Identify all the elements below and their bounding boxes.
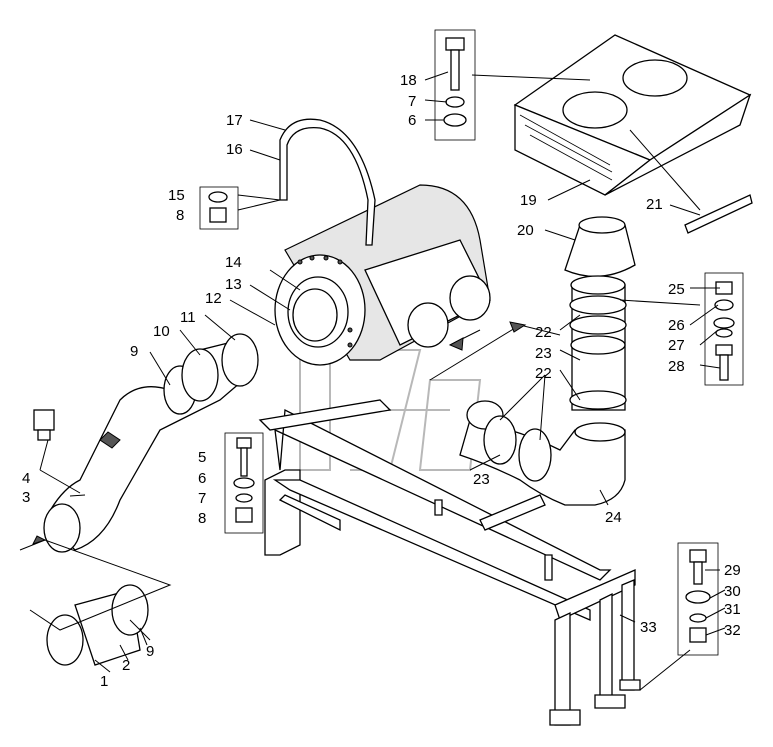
- callout-17: 17: [226, 112, 243, 129]
- callout-1: 1: [100, 673, 108, 690]
- callout-10: 10: [153, 323, 170, 340]
- left-intake-duct: [43, 333, 259, 553]
- callout-25: 25: [668, 281, 685, 298]
- callout-2: 2: [122, 657, 130, 674]
- callout-4: 4: [22, 470, 30, 487]
- callout-3: 3: [22, 489, 30, 506]
- hardware-stack-18: [434, 29, 476, 141]
- callout-22-lower: 22: [535, 365, 552, 382]
- hardware-stack-5: [224, 432, 264, 534]
- mounting-strap: [279, 118, 376, 246]
- callout-18: 18: [400, 72, 417, 89]
- callout-23-lower: 23: [473, 471, 490, 488]
- seal-strip: [684, 194, 753, 234]
- callout-22-upper: 22: [535, 324, 552, 341]
- callout-23-upper: 23: [535, 345, 552, 362]
- callout-26: 26: [668, 317, 685, 334]
- callout-29: 29: [724, 562, 741, 579]
- callout-9-lower: 9: [146, 643, 154, 660]
- callout-15: 15: [168, 187, 185, 204]
- callout-7-upper: 7: [408, 93, 416, 110]
- callout-30: 30: [724, 583, 741, 600]
- support-frame: [258, 399, 641, 726]
- callout-8-upper: 8: [176, 207, 184, 224]
- hardware-stack-15: [199, 186, 239, 230]
- callout-7-lower: 7: [198, 490, 206, 507]
- callout-6-lower: 6: [198, 470, 206, 487]
- restriction-indicator: [33, 409, 55, 441]
- callout-21: 21: [646, 196, 663, 213]
- callout-33: 33: [640, 619, 657, 636]
- callout-16: 16: [226, 141, 243, 158]
- hardware-stack-25: [704, 272, 744, 386]
- callout-8-lower: 8: [198, 510, 206, 527]
- callout-24: 24: [605, 509, 622, 526]
- callout-labels: 1 2 3 4 5 6 7 8 6 7 8 9 9 10 11 12 13 14…: [22, 72, 741, 690]
- callout-32: 32: [724, 622, 741, 639]
- callout-28: 28: [668, 358, 685, 375]
- callout-31: 31: [724, 601, 741, 618]
- callout-14: 14: [225, 254, 242, 271]
- callout-9-upper: 9: [130, 343, 138, 360]
- callout-12: 12: [205, 290, 222, 307]
- callout-13: 13: [225, 276, 242, 293]
- callout-6-upper: 6: [408, 112, 416, 129]
- elbow-and-hose: [459, 400, 626, 506]
- leader-lines: [39, 71, 726, 691]
- intake-riser: [569, 275, 627, 411]
- rain-cap-cone: [564, 216, 636, 278]
- cover-box: [513, 34, 752, 196]
- hardware-stack-29: [677, 542, 719, 656]
- lower-hose-assembly: [46, 584, 149, 666]
- callout-19: 19: [520, 192, 537, 209]
- flow-arrows: [19, 321, 561, 631]
- callout-11: 11: [180, 309, 196, 326]
- air-filter-housing: [274, 184, 491, 366]
- callout-5: 5: [198, 449, 206, 466]
- callout-20: 20: [517, 222, 534, 239]
- callout-27: 27: [668, 337, 685, 354]
